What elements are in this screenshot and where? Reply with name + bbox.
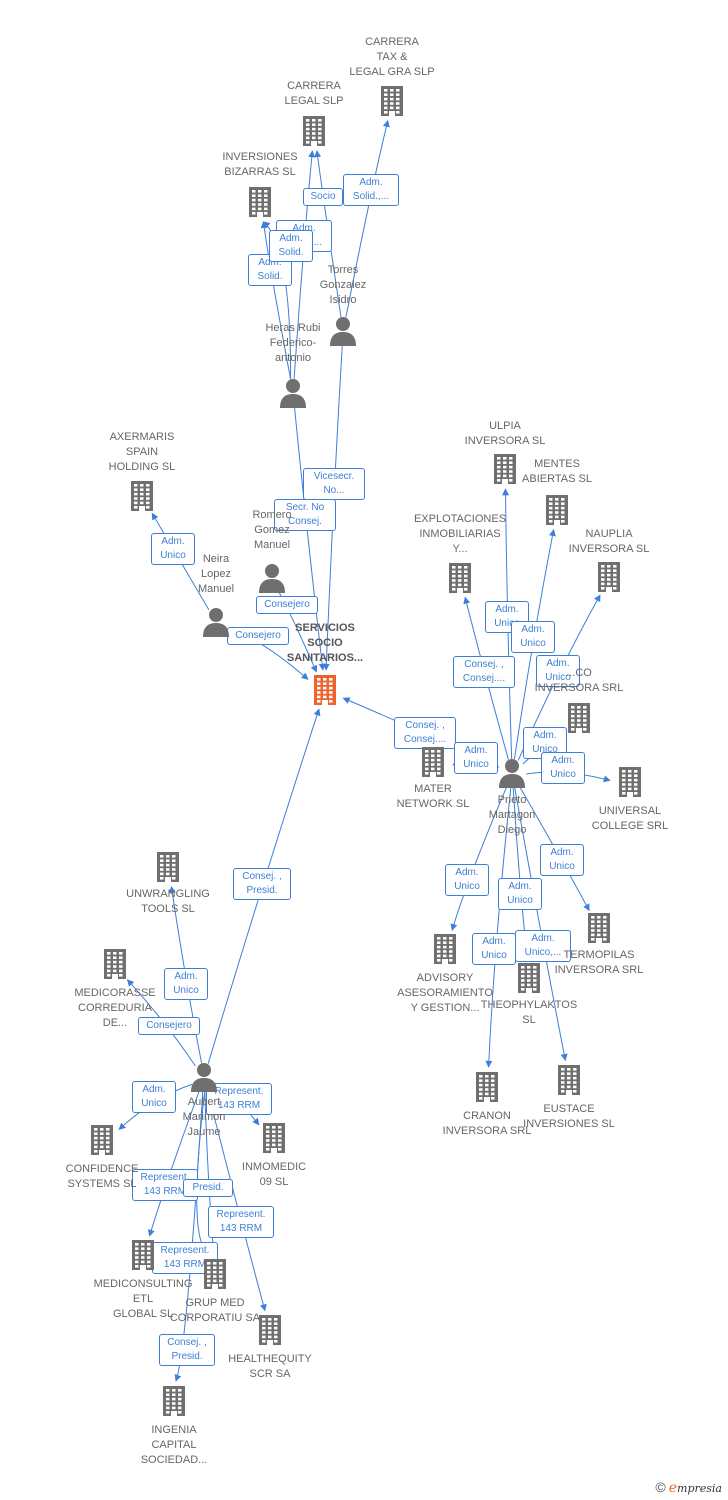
edge-label[interactable]: Secr. No Consej.: [274, 499, 336, 531]
edge-label[interactable]: Represent. 143 RRM: [208, 1206, 274, 1238]
node-label[interactable]: MENTES ABIERTAS SL: [522, 458, 592, 485]
building-icon[interactable]: [102, 948, 128, 985]
node-label[interactable]: Aubert Marimon Jaume: [182, 1096, 226, 1138]
node-label[interactable]: ULPIA INVERSORA SL: [464, 420, 546, 447]
edge-line: [277, 590, 318, 673]
edge-label[interactable]: Adm. Unico: [454, 742, 498, 774]
building-icon[interactable]: [379, 85, 405, 122]
node-label[interactable]: EUSTACE INVERSIONES SL: [523, 1103, 615, 1130]
node-label[interactable]: TERMOPILAS INVERSORA SRL: [554, 949, 644, 976]
edge-line: [314, 150, 342, 318]
building-icon[interactable]: [89, 1124, 115, 1161]
edge-label[interactable]: Consejero: [256, 596, 318, 614]
node-label[interactable]: UNWRANGLING TOOLS SL: [126, 888, 210, 915]
node-label[interactable]: Romero Gomez Manuel: [252, 509, 292, 551]
empresia-watermark[interactable]: © empresia: [655, 1479, 722, 1496]
building-icon[interactable]: [301, 115, 327, 152]
node-label[interactable]: INMOMEDIC 09 SL: [241, 1161, 307, 1188]
edge-label[interactable]: Adm. Unico: [511, 621, 555, 653]
node-label[interactable]: CARRERA LEGAL SLP: [284, 80, 344, 107]
node-label[interactable]: Neira Lopez Manuel: [197, 553, 235, 595]
building-icon[interactable]: [617, 766, 643, 803]
building-icon[interactable]: [474, 1071, 500, 1108]
building-icon[interactable]: [257, 1314, 283, 1351]
building-icon[interactable]: [155, 851, 181, 888]
edge-label[interactable]: Adm. Unico: [540, 844, 584, 876]
person-icon[interactable]: [328, 316, 358, 351]
edge-line: [174, 1090, 204, 1382]
node-label[interactable]: Torres Gonzalez Isidro: [319, 264, 367, 306]
edge-label[interactable]: Adm. Unico: [536, 655, 580, 687]
edge-label[interactable]: Consej. , Consej....: [394, 717, 456, 749]
edge-label[interactable]: Presid.: [183, 1179, 233, 1197]
node-label[interactable]: INGENIA CAPITAL SOCIEDAD...: [140, 1424, 208, 1466]
building-icon[interactable]: [161, 1385, 187, 1422]
node-label[interactable]: MEDICONSULTING ETL GLOBAL SL: [93, 1278, 193, 1320]
building-icon[interactable]: [556, 1064, 582, 1101]
person-icon[interactable]: [497, 758, 527, 793]
building-icon[interactable]: [566, 702, 592, 739]
edge-label[interactable]: Adm. Unico: [541, 752, 585, 784]
building-icon[interactable]: [130, 1239, 156, 1276]
person-icon[interactable]: [257, 563, 287, 598]
edge-label[interactable]: Consejero: [138, 1017, 200, 1035]
node-label[interactable]: ADVISORY ASESORAMIENTO Y GESTION...: [397, 972, 493, 1014]
node-label[interactable]: NAUPLIA INVERSORA SL: [568, 528, 650, 555]
edge-label[interactable]: Adm. Unico: [472, 933, 516, 965]
node-label[interactable]: ...CO INVERSORA SRL: [534, 667, 624, 694]
edge-label[interactable]: Adm. Unico: [151, 533, 195, 565]
edge-label[interactable]: Adm. Unico: [498, 878, 542, 910]
brand-name: mpresia: [677, 1482, 722, 1495]
edge-label[interactable]: Adm. Unico: [164, 968, 208, 1000]
building-icon[interactable]: [312, 674, 338, 711]
person-icon[interactable]: [201, 607, 231, 642]
node-label[interactable]: EXPLOTACIONES INMOBILIARIAS Y...: [413, 513, 507, 555]
node-label[interactable]: Prieto Martagon Diego: [488, 794, 536, 836]
brand-initial: e: [668, 1480, 678, 1496]
person-icon[interactable]: [189, 1062, 219, 1097]
edge-label[interactable]: Socio: [303, 188, 343, 206]
edge-label[interactable]: Represent. 143 RRM: [152, 1242, 218, 1274]
building-icon[interactable]: [202, 1258, 228, 1295]
building-icon[interactable]: [432, 933, 458, 970]
edge-label[interactable]: Consej. , Presid.: [233, 868, 291, 900]
building-icon[interactable]: [596, 561, 622, 598]
copyright-symbol: ©: [655, 1479, 666, 1495]
node-label[interactable]: AXERMARIS SPAIN HOLDING SL: [108, 431, 176, 473]
building-icon[interactable]: [516, 962, 542, 999]
edge-label[interactable]: Adm. Unico,...: [515, 930, 571, 962]
node-label[interactable]: MATER NETWORK SL: [396, 783, 470, 810]
building-icon[interactable]: [247, 186, 273, 223]
node-label[interactable]: CONFIDENCE SYSTEMS SL: [65, 1163, 139, 1190]
node-label[interactable]: MEDICORASSE CORREDURIA DE...: [74, 987, 156, 1029]
node-label[interactable]: CARRERA TAX & LEGAL GRA SLP: [349, 36, 435, 78]
edge-label[interactable]: Consej. , Presid.: [159, 1334, 215, 1366]
node-label[interactable]: UNIVERSAL COLLEGE SRL: [591, 805, 669, 832]
node-label[interactable]: HEALTHEQUITY SCR SA: [228, 1353, 312, 1380]
node-label[interactable]: SERVICIOS SOCIO SANITARIOS...: [286, 622, 364, 664]
person-icon[interactable]: [278, 378, 308, 413]
edge-label[interactable]: Consej. , Consej....: [453, 656, 515, 688]
building-icon[interactable]: [420, 746, 446, 783]
edge-label[interactable]: Vicesecr. No...: [303, 468, 365, 500]
edge-label[interactable]: Represent. 143 RRM: [206, 1083, 272, 1115]
node-label[interactable]: INVERSIONES BIZARRAS SL: [222, 151, 298, 178]
node-label[interactable]: CRANON INVERSORA SRL: [442, 1110, 532, 1137]
building-icon[interactable]: [447, 562, 473, 599]
edge-label[interactable]: Adm. Unico: [445, 864, 489, 896]
building-icon[interactable]: [544, 494, 570, 531]
node-label[interactable]: Heras Rubi Federico- antonio: [265, 322, 321, 364]
building-icon[interactable]: [586, 912, 612, 949]
building-icon[interactable]: [261, 1122, 287, 1159]
edge-label[interactable]: Adm. Solid.,...: [343, 174, 399, 206]
building-icon[interactable]: [492, 453, 518, 490]
building-icon[interactable]: [129, 480, 155, 517]
edge-label[interactable]: Adm. Solid.: [269, 230, 313, 262]
node-label[interactable]: THEOPHYLAKTOS SL: [480, 999, 578, 1026]
node-label[interactable]: GRUP MED CORPORATIU SA: [169, 1297, 261, 1324]
edge-label[interactable]: Adm. Unico: [132, 1081, 176, 1113]
